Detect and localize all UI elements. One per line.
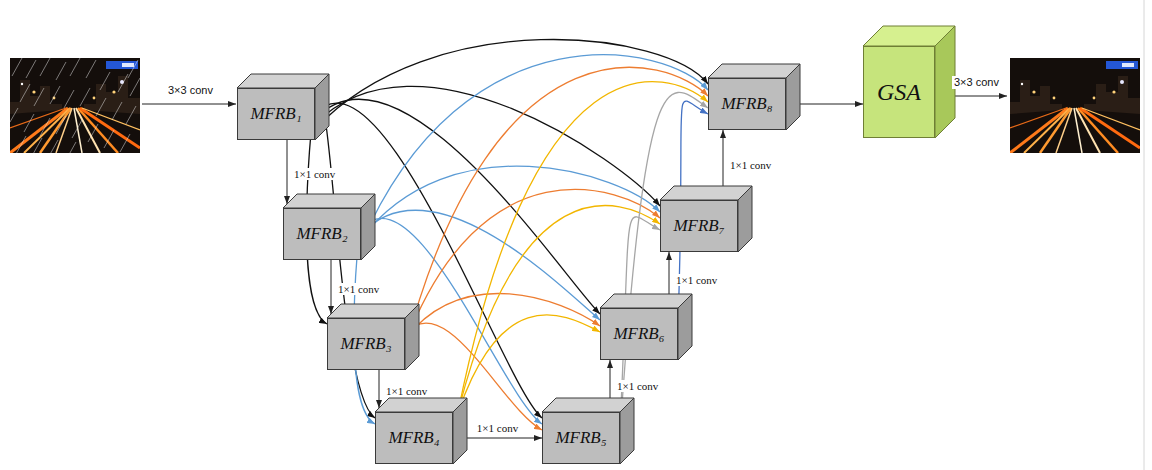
block-top-face (708, 64, 800, 78)
dense-connection (361, 55, 708, 244)
edge-label: 1×1 conv (674, 274, 719, 287)
conv-arrow (379, 370, 380, 408)
block-side-face (453, 398, 467, 464)
feature-block: MFRB₆ (600, 308, 678, 360)
rainy-input-image (10, 58, 140, 160)
block-top-face (327, 304, 419, 318)
block-label: MFRB₁ (250, 105, 301, 124)
conv-arrow (331, 260, 332, 314)
feature-block: MFRB₇ (660, 200, 738, 252)
edge-label: 1×1 conv (615, 380, 660, 393)
block-label: MFRB₈ (721, 95, 772, 114)
input-arrow (142, 104, 236, 105)
operation-label: 3×3 conv (952, 76, 1001, 89)
block-label: MFRB₃ (340, 335, 391, 354)
feature-block: MFRB₄ (375, 412, 453, 464)
block-top-face (660, 186, 752, 200)
derained-output-image (1010, 58, 1140, 153)
edge-label: 1×1 conv (292, 168, 337, 181)
block-faces (660, 200, 661, 201)
block-faces (375, 412, 376, 413)
block-faces (237, 88, 238, 89)
block-label: MFRB₄ (388, 429, 439, 448)
block-label: MFRB₆ (613, 325, 664, 344)
feature-block: MFRB₂ (283, 208, 361, 260)
edge-label: 1×1 conv (336, 283, 381, 296)
block-faces (283, 208, 284, 209)
block-top-face (283, 194, 375, 208)
dense-connection (315, 103, 542, 418)
block-label: MFRB₅ (555, 429, 606, 448)
block-faces (542, 412, 543, 413)
block-side-face (786, 64, 800, 130)
block-top-face (237, 74, 329, 88)
feature-block: MFRB₅ (542, 412, 620, 464)
feature-block: MFRB₈ (708, 78, 786, 130)
block-label: MFRB₇ (673, 217, 724, 236)
block-top-face (542, 398, 634, 412)
dense-connection (453, 82, 708, 438)
dense-connection (405, 294, 600, 339)
block-side-face (620, 398, 634, 464)
block-side-face (315, 74, 329, 140)
block-label: MFRB₂ (296, 225, 347, 244)
block-faces (600, 308, 601, 309)
divider-line (1144, 0, 1145, 470)
block-side-face (405, 304, 419, 370)
block-top-face (600, 294, 692, 308)
edge-label: 1×1 conv (728, 159, 773, 172)
block-side-face (678, 294, 692, 360)
block-top-face (375, 398, 467, 412)
edge-label: 1×1 conv (384, 385, 429, 398)
block-side-face (361, 194, 375, 260)
attention-block: GSA (863, 46, 935, 138)
block-faces (863, 46, 864, 47)
dense-connection (315, 86, 660, 206)
feature-block: MFRB₃ (327, 318, 405, 370)
block-side-face (738, 186, 752, 252)
dense-connection (315, 40, 708, 129)
conv-arrow (287, 140, 288, 204)
block-faces (708, 78, 709, 79)
operation-label: 3×3 conv (166, 84, 215, 97)
block-faces (327, 318, 328, 319)
edge-label: 1×1 conv (475, 422, 520, 435)
feature-block: MFRB₁ (237, 88, 315, 140)
block-label: GSA (877, 79, 921, 105)
